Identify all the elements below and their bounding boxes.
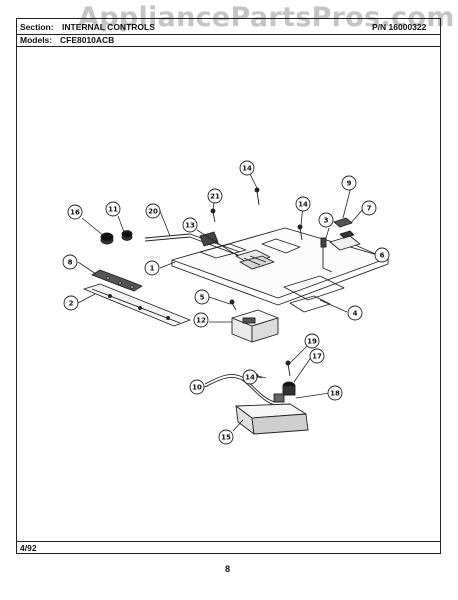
cover-part: [235, 403, 309, 435]
callout-label: 7: [367, 205, 372, 213]
rod-part: [144, 231, 241, 256]
callout-12: 12: [193, 312, 209, 328]
part-number: P/N 16000322: [372, 22, 427, 32]
callout-label: 5: [200, 294, 205, 302]
callout-6: 6: [374, 247, 390, 263]
callout-label: 2: [69, 300, 74, 308]
callout-14: 14: [242, 369, 258, 385]
models-label: Models:: [20, 35, 53, 45]
callout-label: 15: [221, 434, 231, 442]
footer-date: 4/92: [20, 543, 37, 553]
callout-label: 19: [307, 338, 317, 346]
models-value: CFE8010ACB: [60, 35, 115, 45]
callout-group: 1 2 3 4 5 6 7 8 9 10 11 12 13 14 14 14 1…: [62, 160, 390, 445]
section-value: INTERNAL CONTROLS: [62, 22, 155, 32]
callout-label: 12: [196, 317, 206, 325]
page-number: 8: [225, 564, 231, 574]
callout-label: 13: [185, 222, 195, 230]
callout-label: 8: [68, 259, 73, 267]
callout-label: 3: [324, 217, 329, 225]
terminal-strip-part: [91, 269, 143, 292]
callout-13: 13: [182, 217, 198, 233]
callout-18: 18: [327, 385, 343, 401]
callout-label: 14: [298, 201, 308, 209]
footer-divider: [16, 541, 441, 542]
callout-label: 4: [353, 310, 358, 318]
callout-14: 14: [239, 160, 255, 176]
callout-21: 21: [207, 188, 223, 204]
bracket-part: [83, 283, 191, 327]
callout-label: 14: [242, 165, 252, 173]
callout-20: 20: [145, 203, 161, 219]
page-frame: [16, 18, 441, 554]
header-divider: [16, 46, 441, 47]
thermostat-part: [273, 381, 296, 403]
callout-label: 20: [148, 208, 158, 216]
callout-label: 6: [380, 252, 385, 260]
callout-7: 7: [361, 200, 377, 216]
screw-part: [210, 187, 303, 379]
callout-4: 4: [347, 305, 363, 321]
section-label: Section:: [20, 22, 54, 32]
callout-11: 11: [105, 201, 121, 217]
callout-label: 14: [245, 374, 255, 382]
callout-9: 9: [341, 175, 357, 191]
callout-label: 10: [192, 384, 202, 392]
callout-15: 15: [218, 429, 234, 445]
callout-label: 17: [312, 353, 322, 361]
callout-19: 19: [304, 333, 320, 349]
callout-3: 3: [318, 212, 334, 228]
wire-harness-part: [204, 373, 276, 406]
callout-14: 14: [295, 196, 311, 212]
box-part: [231, 309, 279, 343]
callout-17: 17: [309, 348, 325, 364]
watermark: AppliancePartsPros.com: [78, 2, 455, 33]
callout-label: 11: [108, 206, 118, 214]
callout-5: 5: [194, 289, 210, 305]
callout-label: 9: [347, 180, 352, 188]
callout-label: 1: [150, 265, 155, 273]
callout-label: 16: [70, 209, 80, 217]
callout-16: 16: [67, 204, 83, 220]
callout-8: 8: [62, 254, 78, 270]
knob-part: [100, 230, 133, 245]
callout-10: 10: [189, 379, 205, 395]
header-divider: [16, 34, 441, 35]
callout-label: 21: [210, 193, 220, 201]
switch-assembly-part: [235, 249, 275, 270]
callout-1: 1: [144, 260, 160, 276]
callout-label: 18: [330, 390, 340, 398]
callout-2: 2: [63, 295, 79, 311]
bracket-part: [320, 217, 361, 273]
